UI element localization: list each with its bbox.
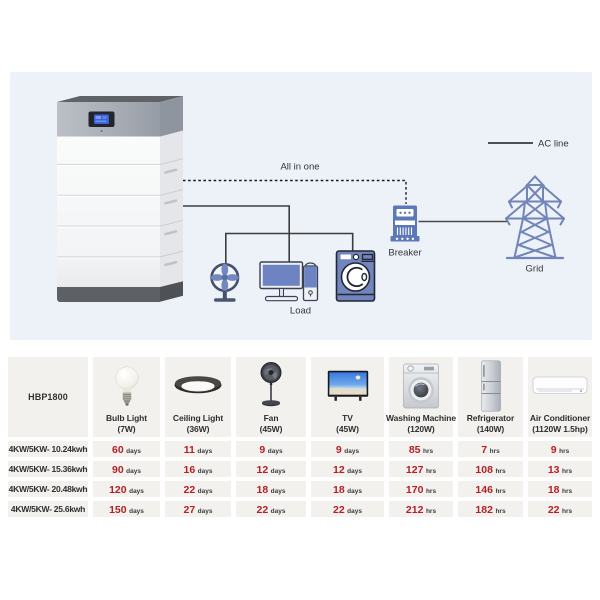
- column-header-refrigerator: Refrigerator (140W): [458, 357, 523, 437]
- washer-icon: [389, 357, 453, 414]
- column-header-fan: Fan (45W): [236, 357, 306, 437]
- battery-config-label-row1: 4KW/5KW- 10.24kwh: [8, 440, 88, 457]
- all-in-one-label: All in one: [280, 161, 320, 172]
- grid-label: Grid: [525, 263, 544, 274]
- diagram-panel: [10, 72, 592, 340]
- battery-config-label-row3: 4KW/5KW- 20.48kwh: [8, 480, 88, 497]
- load-label: Load: [289, 305, 312, 316]
- model-cell: HBP1800: [8, 357, 88, 437]
- pedestal-fan-icon: [236, 357, 306, 414]
- column-header-washing-machine: Washing Machine (120W): [386, 357, 456, 437]
- runtime-table: HBP1800 Bulb Light (7W): [8, 357, 592, 517]
- battery-config-label-row2: 4KW/5KW- 15.36kwh: [8, 460, 88, 477]
- ac-line-label: AC line: [538, 138, 569, 149]
- column-header-air-conditioner: Air Conditioner (1120W 1.5hp): [528, 357, 592, 437]
- ceiling-light-icon: [165, 357, 231, 414]
- column-header-bulb-light: Bulb Light (7W): [93, 357, 160, 437]
- column-header-tv: TV (45W): [311, 357, 384, 437]
- tv-icon: [311, 357, 384, 414]
- bulb-icon: [93, 357, 160, 414]
- breaker-label: Breaker: [388, 247, 422, 258]
- fridge-icon: [458, 357, 523, 414]
- aircon-icon: [528, 357, 592, 414]
- battery-config-label-row4: 4KW/5KW- 25.6kwh: [8, 500, 88, 517]
- column-header-ceiling-light: Ceiling Light (36W): [165, 357, 231, 437]
